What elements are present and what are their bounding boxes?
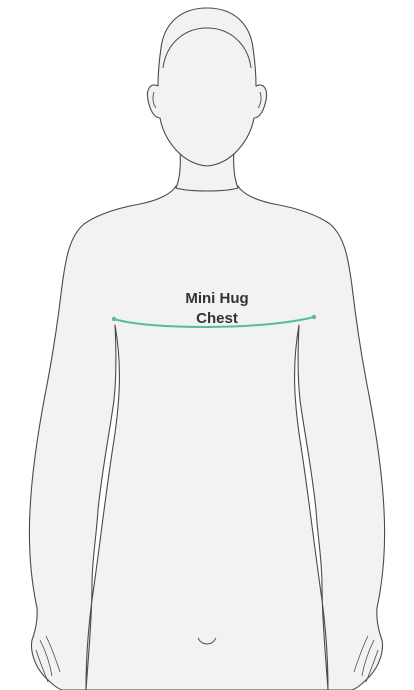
measurement-start-point — [112, 317, 116, 321]
measurement-label-line1: Mini Hug — [185, 290, 248, 307]
head — [147, 8, 266, 166]
human-body-silhouette-icon — [29, 8, 384, 690]
measurement-end-point — [312, 315, 316, 319]
body-outline — [29, 186, 384, 690]
measurement-label-line2: Chest — [196, 310, 238, 327]
